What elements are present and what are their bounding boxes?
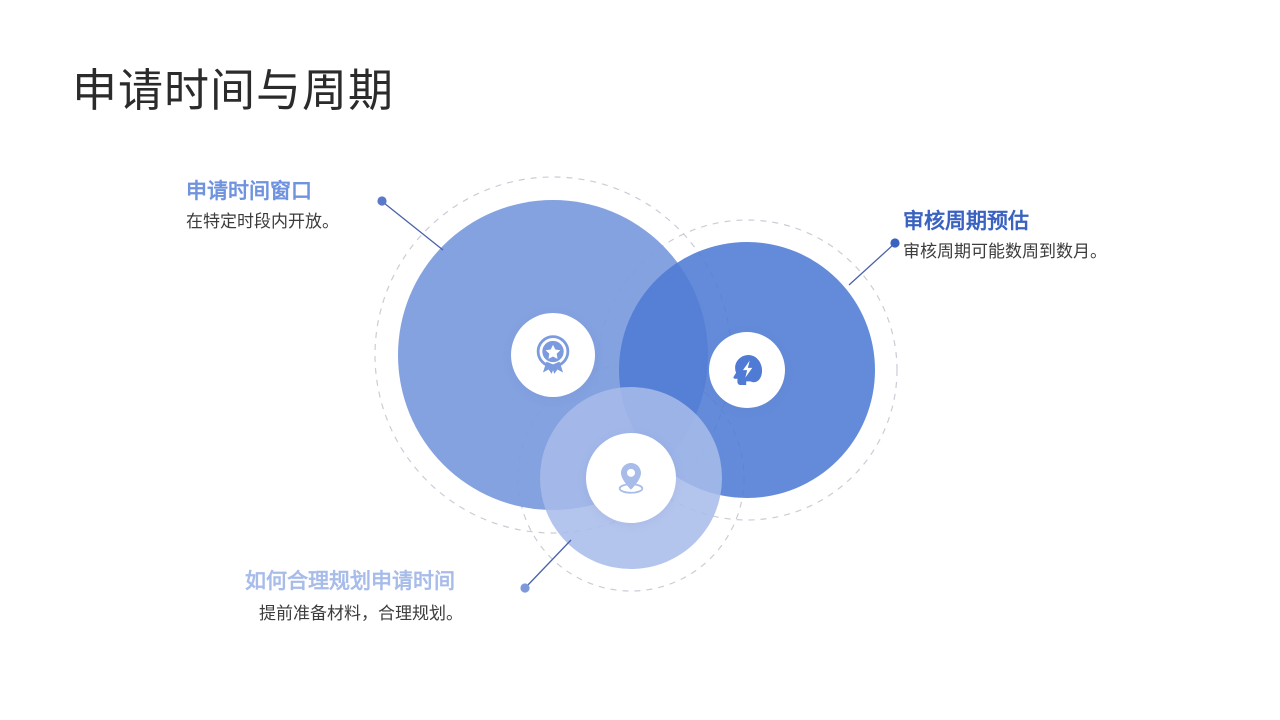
map-pin-icon xyxy=(611,458,651,498)
connector-line-plan xyxy=(526,539,572,587)
head-lightning-icon xyxy=(728,351,766,389)
callout-review: 审核周期预估 审核周期可能数周到数月。 xyxy=(903,208,1107,265)
icon-disc-plan[interactable] xyxy=(586,433,676,523)
connector-line-window xyxy=(383,202,444,251)
page-title: 申请时间与周期 xyxy=(72,65,395,116)
connector-dot-window xyxy=(377,196,387,206)
callout-window: 申请时间窗口 在特定时段内开放。 xyxy=(186,178,339,235)
callout-plan-body: 提前准备材料，合理规划。 xyxy=(259,604,463,623)
connector-dot-plan xyxy=(520,583,530,593)
callout-review-heading: 审核周期预估 xyxy=(903,210,1029,233)
callout-review-body: 审核周期可能数周到数月。 xyxy=(903,242,1107,261)
connector-line-review xyxy=(848,244,894,286)
connectors xyxy=(377,196,900,593)
callout-window-body: 在特定时段内开放。 xyxy=(186,212,339,231)
callout-plan-heading: 如何合理规划申请时间 xyxy=(245,570,455,593)
icon-disc-window[interactable] xyxy=(511,313,595,397)
callout-plan: 如何合理规划申请时间 提前准备材料，合理规划。 xyxy=(245,568,463,627)
connector-dot-review xyxy=(890,238,900,248)
icon-disc-review[interactable] xyxy=(709,332,785,408)
callout-window-heading: 申请时间窗口 xyxy=(186,180,312,203)
award-badge-icon xyxy=(532,334,574,376)
